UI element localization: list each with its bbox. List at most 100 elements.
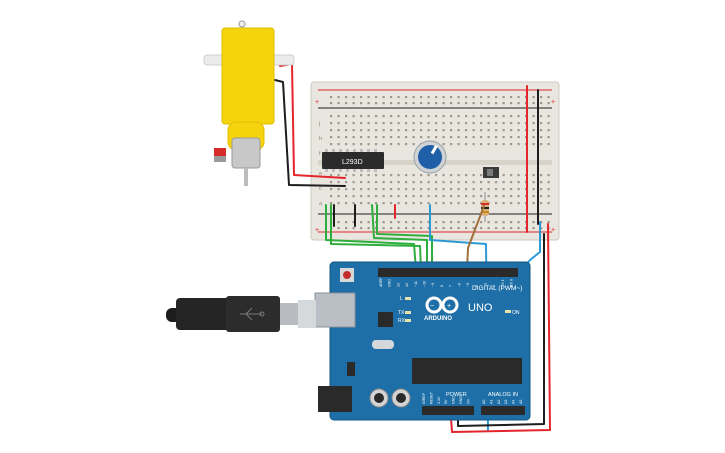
breadboard-hole[interactable] [375,174,378,177]
breadboard-hole[interactable] [487,188,490,191]
breadboard-hole[interactable] [517,143,520,146]
breadboard-hole[interactable] [472,227,475,230]
breadboard-hole[interactable] [337,129,340,132]
breadboard-hole[interactable] [450,143,453,146]
breadboard-hole[interactable] [465,122,468,125]
breadboard-hole[interactable] [352,174,355,177]
breadboard-hole[interactable] [532,181,535,184]
breadboard-hole[interactable] [442,122,445,125]
breadboard-hole[interactable] [450,202,453,205]
breadboard-hole[interactable] [487,221,490,224]
breadboard-hole[interactable] [547,202,550,205]
breadboard-hole[interactable] [420,202,423,205]
breadboard-hole[interactable] [367,129,370,132]
breadboard-hole[interactable] [337,143,340,146]
breadboard-hole[interactable] [435,202,438,205]
breadboard-hole[interactable] [457,181,460,184]
breadboard-hole[interactable] [472,174,475,177]
breadboard-hole[interactable] [345,129,348,132]
breadboard-hole[interactable] [540,143,543,146]
breadboard-hole[interactable] [345,174,348,177]
breadboard-hole[interactable] [337,181,340,184]
breadboard-hole[interactable] [360,115,363,118]
breadboard-hole[interactable] [330,96,333,99]
breadboard-hole[interactable] [517,115,520,118]
breadboard-hole[interactable] [420,188,423,191]
breadboard-hole[interactable] [442,181,445,184]
breadboard-hole[interactable] [382,202,385,205]
breadboard-hole[interactable] [450,115,453,118]
breadboard-hole[interactable] [345,181,348,184]
breadboard-hole[interactable] [352,181,355,184]
breadboard-hole[interactable] [435,221,438,224]
breadboard-hole[interactable] [427,136,430,139]
breadboard-hole[interactable] [412,181,415,184]
breadboard-hole[interactable] [442,188,445,191]
breadboard-hole[interactable] [427,195,430,198]
breadboard-hole[interactable] [480,181,483,184]
breadboard-hole[interactable] [420,195,423,198]
breadboard-hole[interactable] [480,143,483,146]
breadboard-hole[interactable] [330,188,333,191]
breadboard-hole[interactable] [532,115,535,118]
breadboard-hole[interactable] [517,195,520,198]
breadboard-hole[interactable] [405,122,408,125]
breadboard-hole[interactable] [532,143,535,146]
breadboard-hole[interactable] [427,181,430,184]
breadboard-hole[interactable] [435,174,438,177]
breadboard-hole[interactable] [412,96,415,99]
breadboard-hole[interactable] [532,136,535,139]
breadboard-hole[interactable] [427,102,430,105]
breadboard-hole[interactable] [502,174,505,177]
breadboard-hole[interactable] [397,174,400,177]
breadboard-hole[interactable] [375,96,378,99]
breadboard-hole[interactable] [412,195,415,198]
breadboard-hole[interactable] [540,202,543,205]
breadboard-hole[interactable] [465,143,468,146]
breadboard-hole[interactable] [367,96,370,99]
breadboard-hole[interactable] [517,174,520,177]
breadboard-hole[interactable] [472,96,475,99]
breadboard-hole[interactable] [367,195,370,198]
breadboard-hole[interactable] [337,188,340,191]
breadboard-hole[interactable] [382,195,385,198]
breadboard-hole[interactable] [352,221,355,224]
breadboard-hole[interactable] [397,143,400,146]
breadboard-hole[interactable] [517,221,520,224]
breadboard-hole[interactable] [517,188,520,191]
breadboard-hole[interactable] [367,122,370,125]
breadboard-hole[interactable] [420,122,423,125]
breadboard-hole[interactable] [420,129,423,132]
breadboard-hole[interactable] [547,129,550,132]
breadboard-hole[interactable] [442,227,445,230]
breadboard-hole[interactable] [540,115,543,118]
breadboard-hole[interactable] [382,122,385,125]
breadboard-hole[interactable] [405,181,408,184]
breadboard-hole[interactable] [427,115,430,118]
breadboard-hole[interactable] [382,143,385,146]
breadboard-hole[interactable] [352,96,355,99]
breadboard-hole[interactable] [397,129,400,132]
breadboard-hole[interactable] [390,143,393,146]
breadboard-hole[interactable] [382,129,385,132]
breadboard-hole[interactable] [495,143,498,146]
breadboard-hole[interactable] [405,96,408,99]
breadboard-hole[interactable] [532,195,535,198]
breadboard-hole[interactable] [390,181,393,184]
breadboard-hole[interactable] [465,174,468,177]
breadboard-hole[interactable] [360,202,363,205]
breadboard-hole[interactable] [532,122,535,125]
breadboard-hole[interactable] [465,195,468,198]
breadboard-hole[interactable] [405,195,408,198]
breadboard-hole[interactable] [495,122,498,125]
breadboard-hole[interactable] [360,227,363,230]
breadboard-hole[interactable] [345,102,348,105]
breadboard-hole[interactable] [330,115,333,118]
breadboard-hole[interactable] [435,102,438,105]
breadboard-hole[interactable] [360,221,363,224]
breadboard-hole[interactable] [510,102,513,105]
breadboard-hole[interactable] [427,129,430,132]
breadboard-hole[interactable] [397,96,400,99]
breadboard-hole[interactable] [405,227,408,230]
